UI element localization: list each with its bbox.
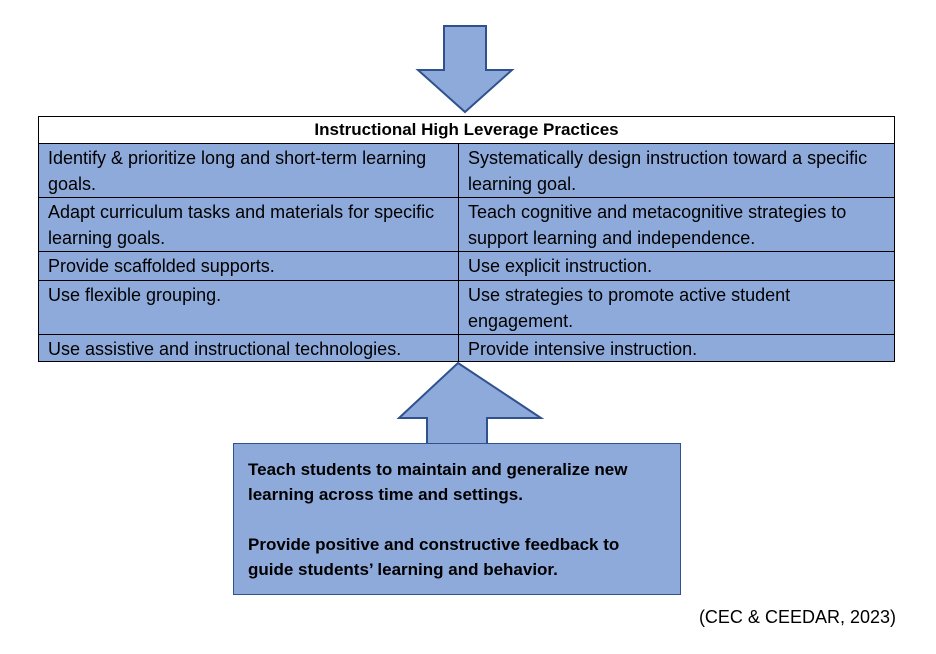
citation: (CEC & CEEDAR, 2023) (698, 607, 896, 627)
practice-cell: Use explicit instruction. (459, 252, 894, 281)
practice-cell: Use assistive and instructional technolo… (39, 335, 459, 361)
practice-cell: Adapt curriculum tasks and materials for… (39, 198, 459, 252)
table-title: Instructional High Leverage Practices (39, 117, 894, 144)
high-leverage-practices-table: Instructional High Leverage Practices Id… (38, 116, 895, 362)
down-arrow (415, 25, 515, 114)
up-arrow (396, 361, 545, 445)
feedback-paragraph: Provide positive and constructive feedba… (248, 535, 620, 579)
practice-cell: Systematically design instruction toward… (459, 144, 894, 198)
practice-cell: Teach cognitive and metacognitive strate… (459, 198, 894, 252)
practice-cell: Use flexible grouping. (39, 281, 459, 335)
feedback-box: Teach students to maintain and generaliz… (233, 443, 681, 595)
feedback-paragraph: Teach students to maintain and generaliz… (248, 460, 628, 504)
practice-cell: Identify & prioritize long and short-ter… (39, 144, 459, 198)
practice-cell: Use strategies to promote active student… (459, 281, 894, 335)
practice-cell: Provide intensive instruction. (459, 335, 894, 361)
practice-cell: Provide scaffolded supports. (39, 252, 459, 281)
